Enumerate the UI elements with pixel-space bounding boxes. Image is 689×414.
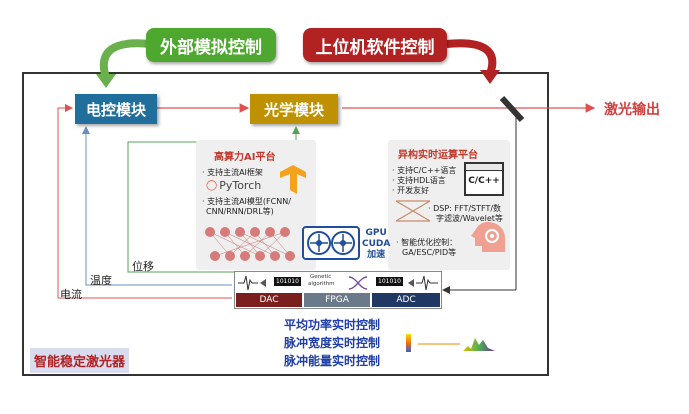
pytorch-logo: ◯ PyTorch	[206, 179, 261, 192]
mirror	[499, 95, 525, 123]
dac-label: DAC	[236, 293, 302, 307]
cpp-label: C/C++	[468, 176, 500, 186]
rt-panel-title: 异构实时运算平台	[398, 150, 478, 161]
spectrum-icon	[463, 338, 495, 351]
ai-model-line2: CNN/RNN/DRL等)	[206, 207, 274, 216]
code-window-icon: C/C++	[464, 162, 504, 196]
dac-chip: 101010 DAC	[236, 273, 302, 307]
control-pulse-energy: 脉冲能量实时控制	[284, 354, 381, 368]
tensorflow-icon	[280, 165, 306, 194]
adc-bits: 101010	[376, 277, 403, 286]
control-avg-power: 平均功率实时控制	[284, 318, 381, 332]
rt-dsp-line2: 字滤波/Wavelet等	[436, 214, 503, 223]
system-frame	[22, 72, 549, 376]
temperature-label: 温度	[90, 274, 112, 287]
laser-output-label: 激光输出	[604, 102, 660, 118]
control-pulse-width: 脉冲宽度实时控制	[284, 336, 381, 350]
fft-butterfly-icon	[395, 200, 431, 222]
ai-model-line1: · 支持主流AI模型(FCNN/	[202, 197, 291, 206]
fpga-label: FPGA	[304, 293, 370, 307]
electric-control-module: 电控模块	[75, 94, 157, 124]
ai-panel-title: 高算力AI平台	[214, 152, 276, 163]
optical-module: 光学模块	[250, 94, 338, 124]
gpu-line3: 加速	[367, 250, 386, 260]
ga-line1: Genetic	[310, 274, 332, 280]
fpga-chip: Genetic algorithm FPGA	[304, 273, 370, 307]
dac-bits: 101010	[274, 277, 301, 286]
gpu-line2: CUDA	[362, 239, 391, 249]
pytorch-flame-icon: ◯	[206, 180, 218, 191]
dna-icon	[348, 276, 368, 290]
current-label: 电流	[60, 288, 82, 301]
adc-chip: 101010 ADC	[372, 273, 440, 307]
rainbow-bar-icon	[406, 334, 411, 352]
pytorch-label: PyTorch	[219, 179, 262, 192]
rt-hdl-line: · 支持HDL语言	[392, 176, 446, 185]
rt-dsp-line1: · DSP: FFT/STFT/数	[428, 204, 502, 213]
displacement-label: 位移	[132, 260, 154, 273]
control-list: 平均功率实时控制 脉冲宽度实时控制 脉冲能量实时控制	[284, 316, 380, 370]
dac-waveform-icon	[238, 275, 266, 291]
ga-line2: algorithm	[308, 281, 335, 287]
adc-waveform-icon	[408, 275, 438, 291]
rt-friendly-line: · 开发友好	[392, 186, 430, 195]
ai-framework-line: · 支持主流AI框架	[202, 168, 263, 177]
rt-opt-line1: · 智能优化控制：	[396, 238, 458, 247]
adc-label: ADC	[372, 293, 440, 307]
gpu-card-icon	[302, 226, 360, 260]
rt-cpp-line: · 支持C/C++语言	[392, 166, 457, 175]
ai-platform-panel	[196, 140, 316, 270]
external-analog-control-pill: 外部模拟控制	[146, 28, 276, 62]
pc-software-control-pill: 上位机软件控制	[303, 28, 447, 62]
red-curve-arrow	[445, 39, 497, 76]
green-curve-arrow	[99, 39, 151, 80]
system-label: 智能稳定激光器	[30, 348, 130, 373]
gpu-label: GPU CUDA 加速	[362, 228, 390, 261]
gpu-line1: GPU	[365, 228, 387, 238]
neural-network-icon	[205, 227, 295, 261]
rt-opt-line2: GA/ESC/PID等	[402, 248, 457, 257]
gear-head-icon	[471, 222, 505, 252]
